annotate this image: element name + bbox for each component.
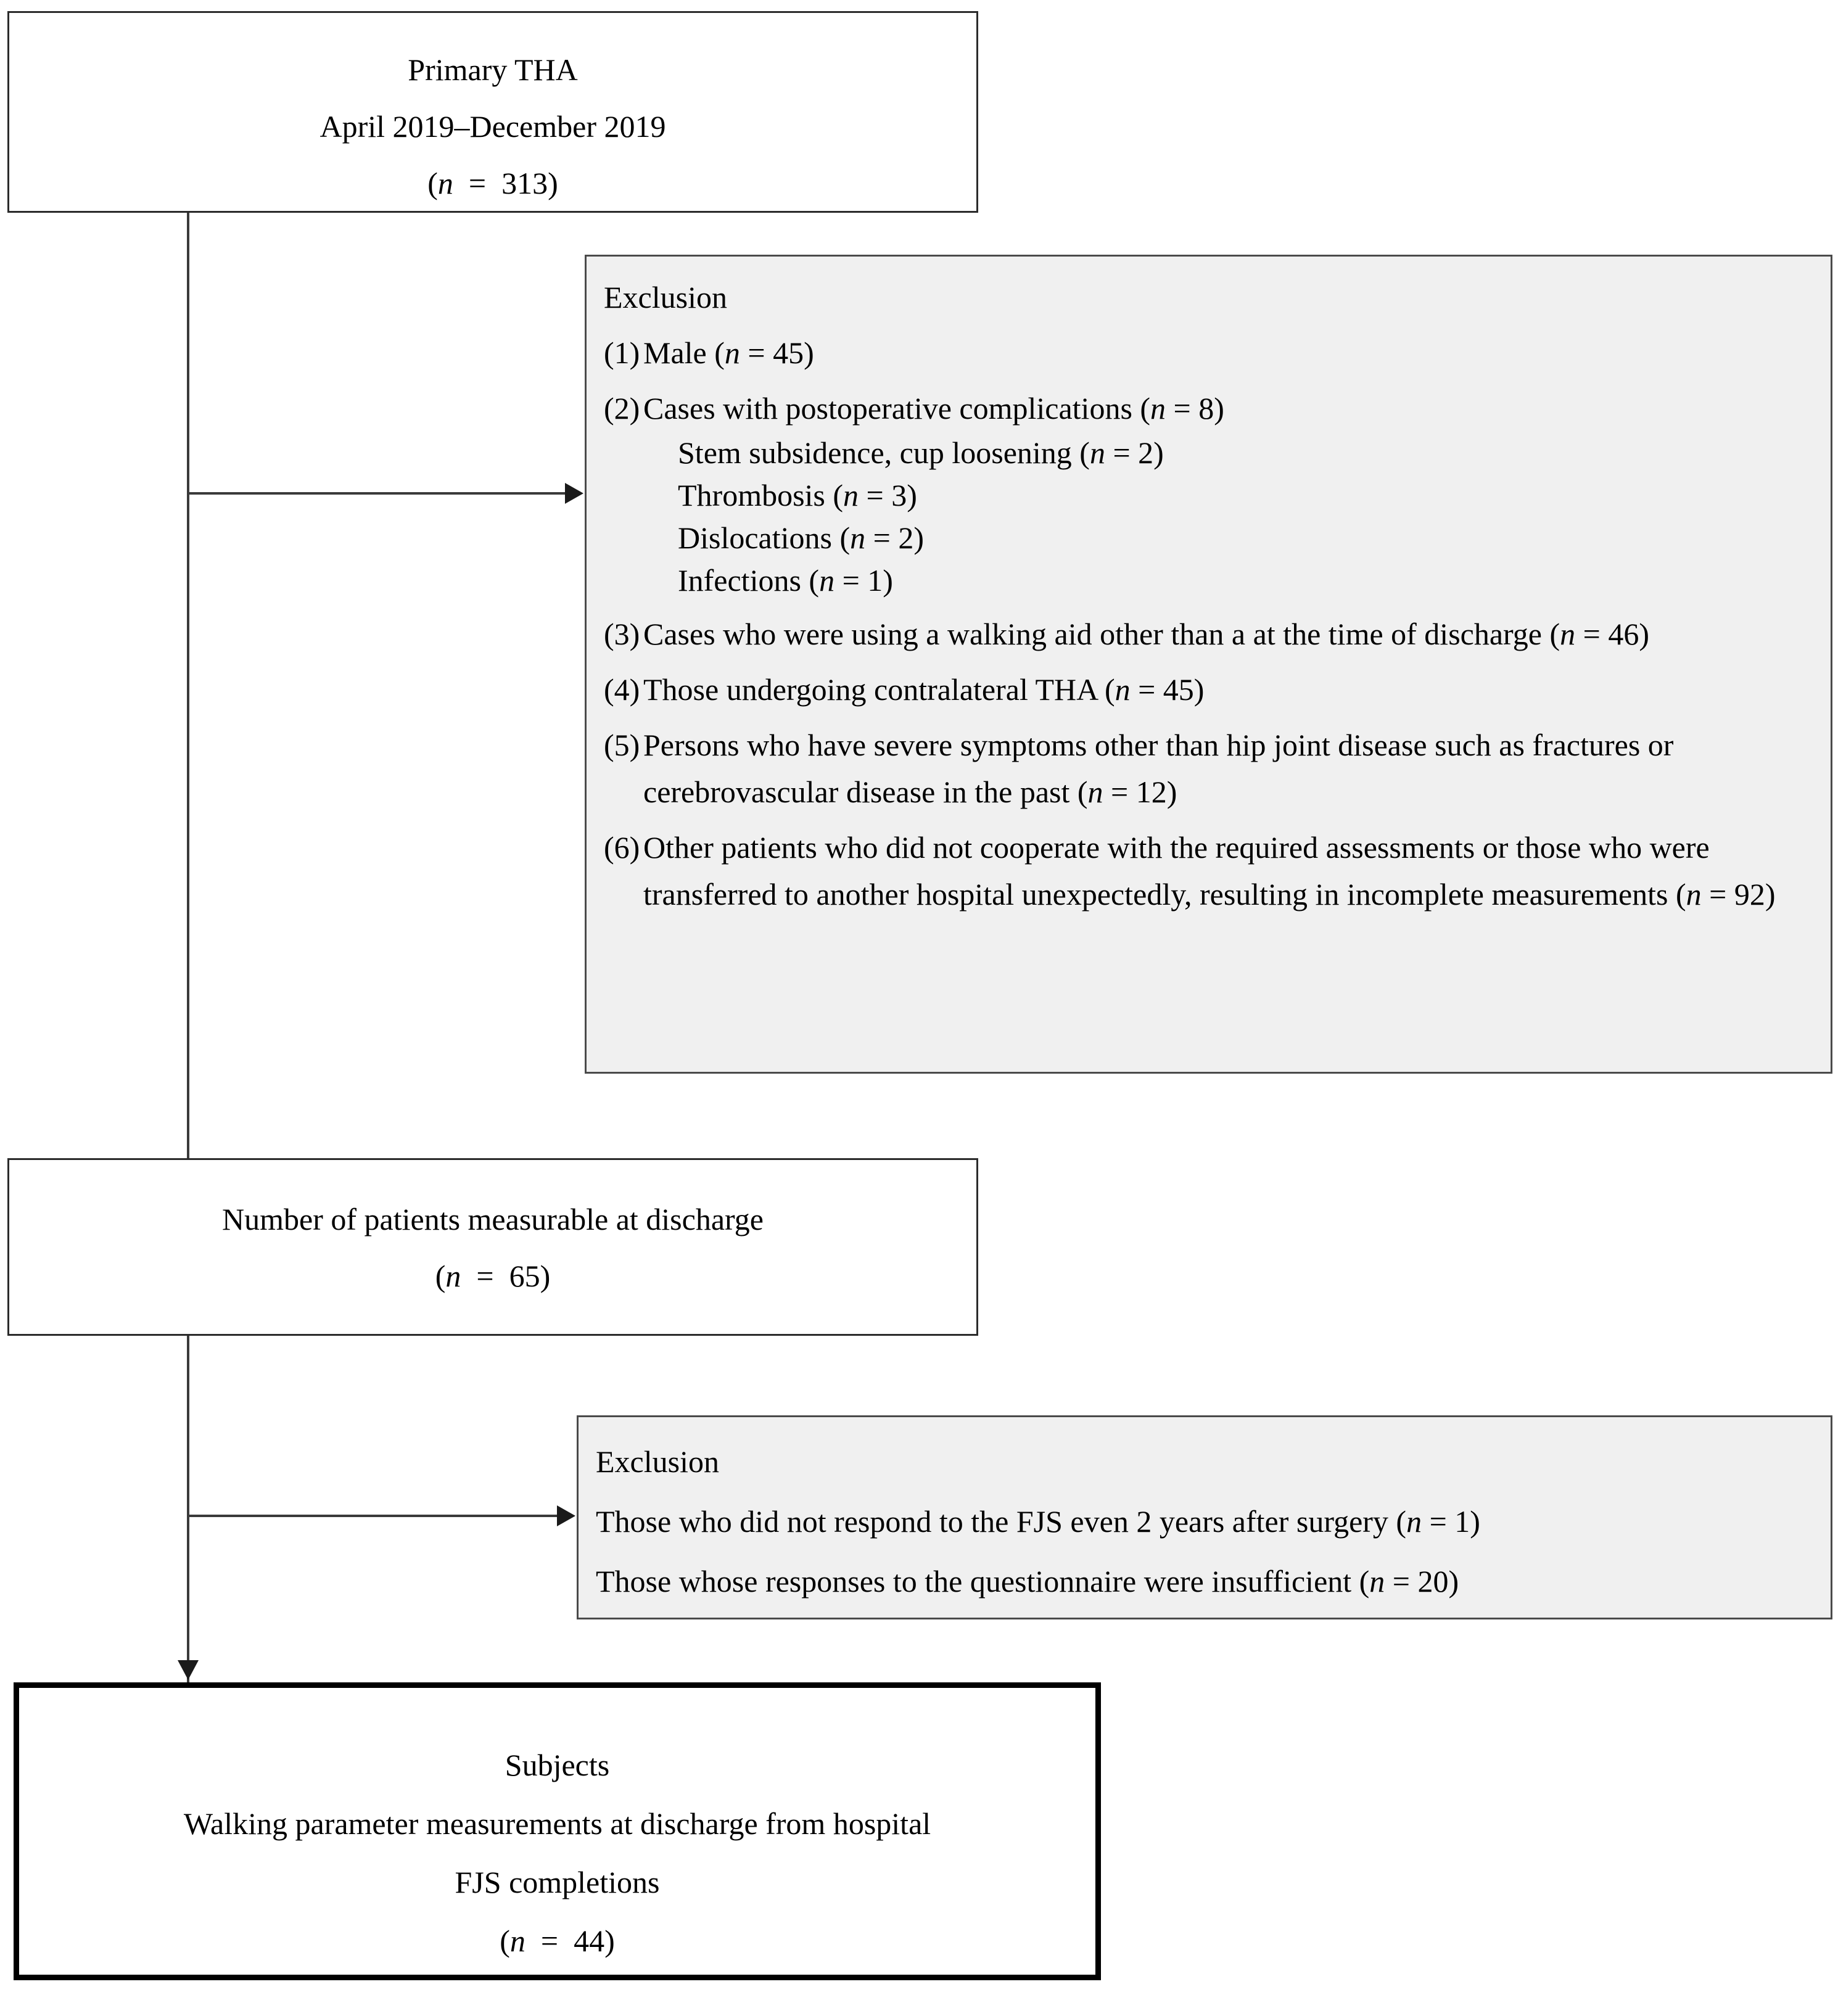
subjects-line-3: FJS completions	[455, 1865, 660, 1899]
primary-tha-content: Primary THA April 2019–December 2019 (n …	[9, 41, 976, 212]
exclusion-1-text-4: Those undergoing contralateral THA (n = …	[643, 672, 1205, 707]
exclusion-1-item-2: (2) Cases with postoperative complicatio…	[604, 385, 1818, 602]
exclusion-1-text-2: Cases with postoperative complications (…	[643, 391, 1224, 426]
exclusion-2-line-2: Those whose responses to the questionnai…	[596, 1564, 1459, 1598]
exclusion-1-text-5: Persons who have severe symptoms other t…	[643, 728, 1674, 809]
box-exclusion-1: Exclusion (1) Male (n = 45) (2) Cases wi…	[585, 255, 1832, 1074]
exclusion-1-text-6: Other patients who did not cooperate wit…	[643, 830, 1776, 911]
exclusion-2-content: Exclusion Those who did not respond to t…	[596, 1432, 1821, 1611]
exclusion-1-item-3: (3) Cases who were using a walking aid o…	[604, 611, 1818, 657]
exclusion-1-sublist: Stem subsidence, cup loosening (n = 2) T…	[643, 432, 1818, 602]
exclusion-2-title: Exclusion	[596, 1444, 719, 1479]
arrowhead-to-exclusion-1	[565, 483, 583, 504]
box-primary-tha: Primary THA April 2019–December 2019 (n …	[7, 11, 978, 213]
exclusion-1-marker-1: (1)	[604, 335, 640, 370]
primary-tha-line-3: (n = 313)	[427, 166, 558, 200]
primary-tha-line-1: Primary THA	[408, 52, 578, 87]
exclusion-1-sub-2: Thrombosis (n = 3)	[678, 478, 917, 512]
exclusion-1-marker-3: (3)	[604, 617, 640, 651]
arrowhead-to-exclusion-2	[557, 1505, 575, 1526]
exclusion-1-item-6: (6) Other patients who did not cooperate…	[604, 824, 1818, 918]
exclusion-1-title: Exclusion	[604, 280, 727, 315]
measurable-content: Number of patients measurable at dischar…	[9, 1191, 976, 1304]
measurable-line-1: Number of patients measurable at dischar…	[222, 1202, 764, 1236]
exclusion-1-item-4: (4) Those undergoing contralateral THA (…	[604, 666, 1818, 713]
connector-trunk-vertical	[187, 212, 189, 1692]
arrowhead-to-subjects	[178, 1660, 199, 1680]
primary-tha-line-2: April 2019–December 2019	[319, 109, 666, 144]
exclusion-1-marker-2: (2)	[604, 391, 640, 426]
box-exclusion-2: Exclusion Those who did not respond to t…	[577, 1415, 1832, 1619]
exclusion-1-marker-6: (6)	[604, 830, 640, 865]
connector-to-exclusion-2	[187, 1515, 558, 1517]
exclusion-1-sub-4: Infections (n = 1)	[678, 563, 893, 598]
box-subjects: Subjects Walking parameter measurements …	[14, 1682, 1101, 1980]
measurable-line-2: (n = 65)	[435, 1259, 551, 1293]
exclusion-1-marker-5: (5)	[604, 728, 640, 762]
exclusion-1-sub-1: Stem subsidence, cup loosening (n = 2)	[678, 435, 1164, 470]
box-measurable-at-discharge: Number of patients measurable at dischar…	[7, 1158, 978, 1336]
exclusion-1-text-1: Male (n = 45)	[643, 335, 814, 370]
exclusion-1-item-1: (1) Male (n = 45)	[604, 329, 1818, 376]
exclusion-1-text-3: Cases who were using a walking aid other…	[643, 617, 1649, 651]
exclusion-1-sub-3: Dislocations (n = 2)	[678, 520, 924, 555]
subjects-content: Subjects Walking parameter measurements …	[19, 1736, 1095, 1970]
exclusion-1-marker-4: (4)	[604, 672, 640, 707]
exclusion-2-line-1: Those who did not respond to the FJS eve…	[596, 1504, 1480, 1539]
subjects-line-1: Subjects	[505, 1748, 610, 1782]
subjects-line-4: (n = 44)	[500, 1923, 615, 1958]
exclusion-1-item-5: (5) Persons who have severe symptoms oth…	[604, 722, 1818, 815]
subjects-line-2: Walking parameter measurements at discha…	[183, 1806, 931, 1841]
connector-to-exclusion-1	[187, 492, 566, 495]
exclusion-1-content: Exclusion (1) Male (n = 45) (2) Cases wi…	[604, 274, 1818, 926]
